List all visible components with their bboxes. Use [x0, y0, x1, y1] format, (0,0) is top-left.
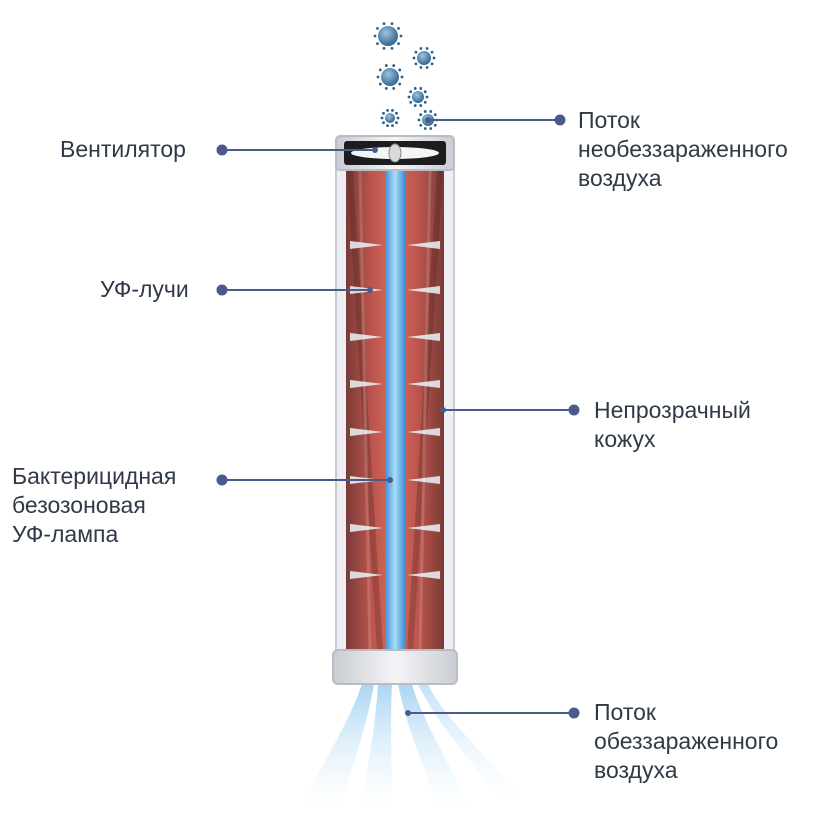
label-casing: Непрозрачный кожух [594, 396, 751, 454]
leader-lines [222, 119, 574, 714]
uv-ray-streak [407, 476, 440, 484]
uv-ray-streak [407, 241, 440, 249]
label-unclean-flow: Поток необеззараженного воздуха [578, 106, 788, 193]
label-clean-flow-line3: воздуха [594, 757, 678, 783]
clean-air-flow [300, 684, 520, 808]
label-uv-rays-text: УФ-лучи [100, 276, 189, 302]
label-uv-rays: УФ-лучи [100, 275, 189, 304]
uv-ray-streak [407, 333, 440, 341]
uv-ray-streak [407, 286, 440, 294]
label-unclean-flow-line1: Поток [578, 107, 640, 133]
uv-ray-streak [350, 571, 383, 579]
label-lamp-line2: безозоновая [12, 492, 146, 518]
virus-icon [407, 87, 429, 107]
uv-ray-streak [407, 428, 440, 436]
virus-icon [412, 47, 436, 69]
uv-ray-streak [350, 241, 383, 249]
bottom-cap [332, 649, 458, 685]
label-casing-line1: Непрозрачный [594, 397, 751, 423]
label-clean-flow-line2: обеззараженного [594, 728, 779, 754]
label-clean-flow-line1: Поток [594, 699, 656, 725]
uv-ray-streak [407, 524, 440, 532]
virus-icon [373, 22, 403, 50]
label-fan-text: Вентилятор [60, 136, 186, 162]
target-dots [367, 117, 446, 716]
uv-ray-streak [350, 524, 383, 532]
label-lamp: Бактерицидная безозоновая УФ-лампа [12, 462, 176, 549]
uv-ray-streak [350, 333, 383, 341]
uv-ray-streak [350, 380, 383, 388]
label-casing-line2: кожух [594, 426, 656, 452]
virus-icon [380, 108, 400, 128]
leader-dots [216, 114, 580, 719]
label-unclean-flow-line2: необеззараженного [578, 136, 788, 162]
virus-particles [373, 22, 439, 130]
label-unclean-flow-line3: воздуха [578, 165, 662, 191]
label-lamp-line1: Бактерицидная [12, 463, 177, 489]
uv-ray-streak [407, 571, 440, 579]
label-lamp-line3: УФ-лампа [12, 521, 119, 547]
label-fan: Вентилятор [60, 135, 186, 164]
casing-shading [347, 169, 443, 651]
uv-lamp [385, 168, 405, 650]
uv-ray-streak [407, 380, 440, 388]
uv-ray-streak [350, 428, 383, 436]
virus-icon [376, 64, 404, 90]
label-clean-flow: Поток обеззараженного воздуха [594, 698, 778, 785]
